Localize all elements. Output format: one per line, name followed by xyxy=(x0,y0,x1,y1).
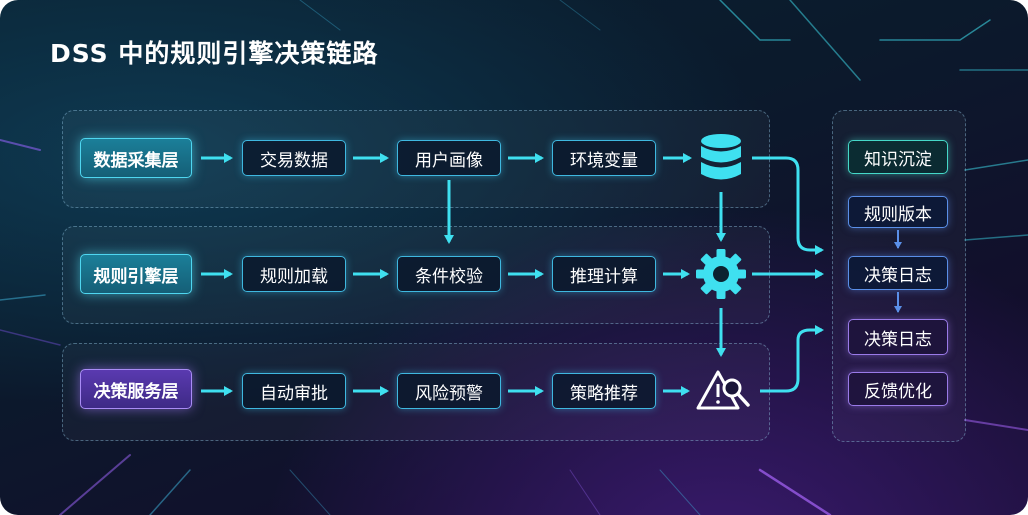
lane-side-panel xyxy=(832,110,966,442)
layer-label-decision-service: 决策服务层 xyxy=(80,369,192,409)
step-inference-compute: 推理计算 xyxy=(552,256,656,292)
step-transaction-data: 交易数据 xyxy=(242,140,346,176)
side-decision-log-2: 决策日志 xyxy=(848,319,948,355)
arrow-alert-to-log xyxy=(760,325,824,393)
database-icon xyxy=(701,134,741,180)
step-condition-check: 条件校验 xyxy=(397,256,501,292)
side-rule-version: 规则版本 xyxy=(848,196,948,228)
layer-label-rule-engine: 规则引擎层 xyxy=(80,254,192,294)
page-title: DSS 中的规则引擎决策链路 xyxy=(50,39,379,68)
side-feedback-optimize: 反馈优化 xyxy=(848,372,948,406)
layer-label-data-collection: 数据采集层 xyxy=(80,138,192,178)
side-decision-log-1: 决策日志 xyxy=(848,256,948,290)
step-environment-variables: 环境变量 xyxy=(552,140,656,176)
step-user-profile: 用户画像 xyxy=(397,140,501,176)
step-risk-alert: 风险预警 xyxy=(397,373,501,409)
arrow-db-to-log xyxy=(752,156,824,255)
step-rule-loading: 规则加载 xyxy=(242,256,346,292)
step-strategy-recommend: 策略推荐 xyxy=(552,373,656,409)
step-auto-approval: 自动审批 xyxy=(242,373,346,409)
side-knowledge-deposit: 知识沉淀 xyxy=(848,140,948,174)
warning-search-icon xyxy=(696,370,750,410)
gear-icon xyxy=(696,249,746,299)
